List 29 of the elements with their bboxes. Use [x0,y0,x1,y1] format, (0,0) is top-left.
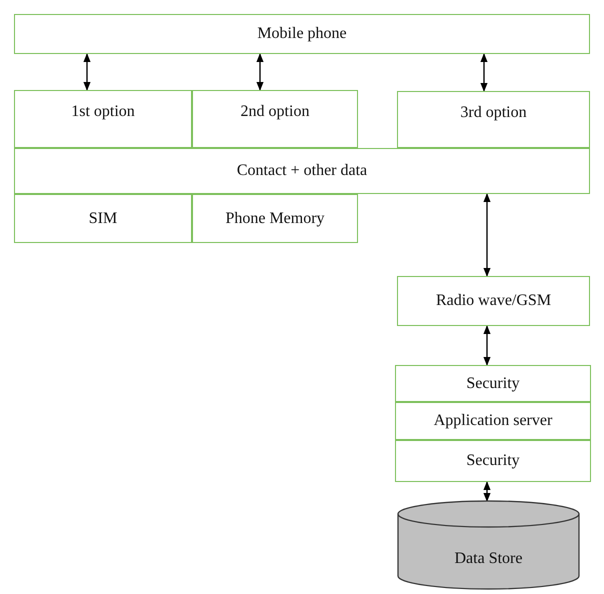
layer-box [395,365,591,402]
layer-box [397,276,590,326]
double-arrow [480,53,488,92]
double-arrow [483,325,491,366]
layer-box [397,91,590,148]
node-label: Radio wave/GSM [436,292,552,310]
layer-box [395,440,591,482]
node-label: Phone Memory [225,210,325,228]
node-label: Security [466,452,520,470]
layer-box [395,402,591,440]
double-arrow [483,481,491,502]
node-label: Data Store [454,550,522,568]
node-label: SIM [88,210,118,228]
layer-box [192,194,358,243]
layer-box [14,14,590,54]
node-label: 2nd option [240,103,310,121]
layer-box [192,90,358,148]
node-label: Application server [434,412,552,430]
node-label: Security [466,374,520,392]
double-arrow [483,193,491,277]
node-label: 1st option [71,103,135,121]
layer-box [14,90,192,148]
layer-box [14,148,590,194]
node-label: 3rd option [460,104,527,122]
layer-box [14,194,192,243]
node-label: Mobile phone [257,25,347,43]
double-arrow [83,53,91,91]
double-arrow [256,53,264,91]
node-label: Contact + other data [236,162,368,180]
